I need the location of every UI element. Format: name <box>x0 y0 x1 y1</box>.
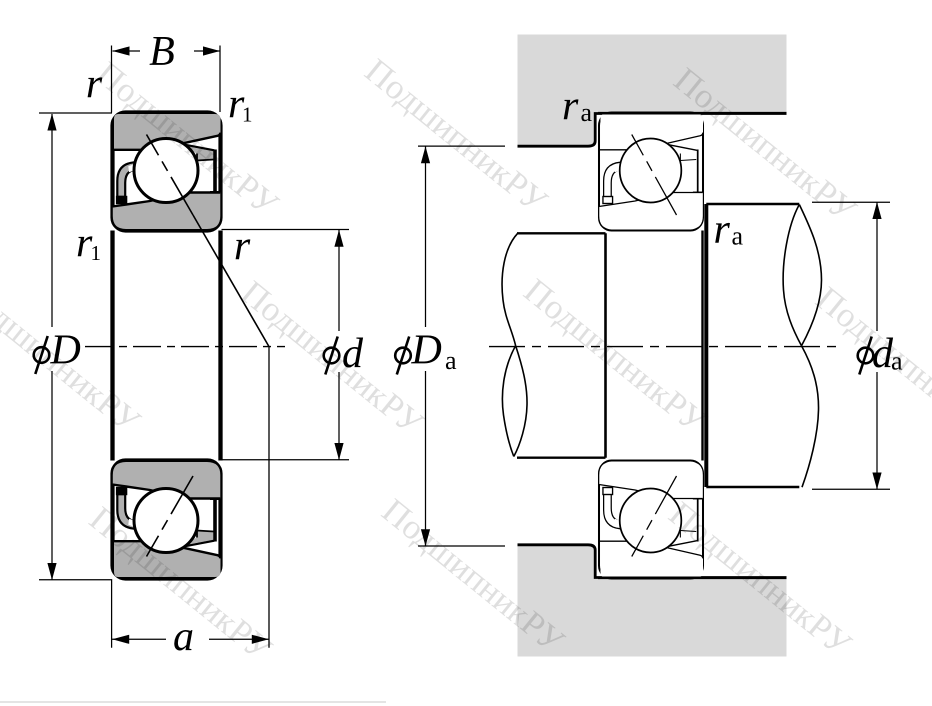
svg-text:D: D <box>50 328 81 374</box>
svg-text:a: a <box>445 346 457 375</box>
svg-text:B: B <box>149 29 175 75</box>
svg-text:a: a <box>891 347 903 376</box>
svg-text:r: r <box>234 224 251 270</box>
svg-text:1: 1 <box>91 241 102 265</box>
svg-text:a: a <box>173 614 194 660</box>
svg-text:D: D <box>411 328 442 374</box>
svg-text:r: r <box>228 82 245 128</box>
svg-text:d: d <box>872 331 894 377</box>
svg-text:r: r <box>76 221 93 267</box>
svg-text:a: a <box>581 98 593 127</box>
svg-text:r: r <box>714 207 731 253</box>
svg-text:r: r <box>86 62 103 108</box>
svg-text:d: d <box>342 331 364 377</box>
svg-text:r: r <box>562 84 579 130</box>
svg-text:a: a <box>732 222 744 251</box>
svg-text:1: 1 <box>242 103 253 127</box>
